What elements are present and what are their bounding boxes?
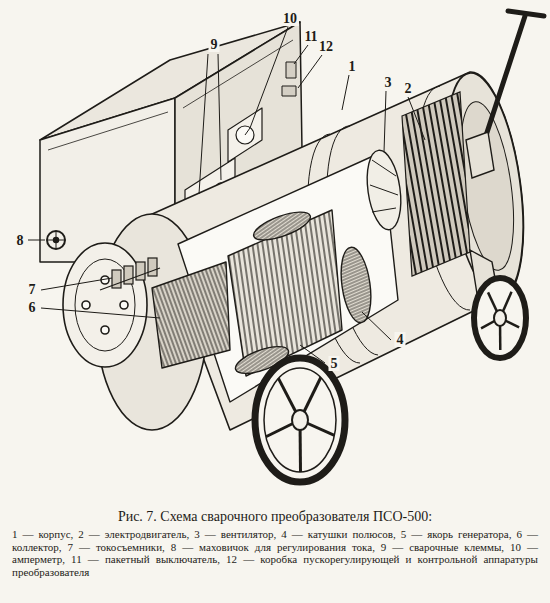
- cutaway: [152, 262, 230, 368]
- cutaway: [363, 148, 406, 232]
- leader-lines: [300, 345, 325, 363]
- leader-lines: [41, 308, 160, 318]
- housing-body: [150, 68, 535, 430]
- callout-number: 1: [347, 59, 358, 74]
- leader-lines: [28, 240, 45, 241]
- cutaway: [250, 206, 313, 245]
- control-box: [48, 112, 168, 150]
- cutaway: [372, 208, 396, 212]
- end-shield: [75, 259, 135, 351]
- brush-holders: [148, 258, 157, 276]
- wheels: [494, 310, 506, 326]
- wheels: [474, 278, 526, 358]
- control-box: [228, 108, 262, 162]
- parts-list: 1 — корпус, 2 — электродвигатель, 3 — ве…: [12, 528, 538, 578]
- end-shield: [63, 243, 147, 367]
- callout-number: 8: [15, 233, 26, 248]
- callout-number: 10: [281, 11, 299, 26]
- callout-number: 5: [329, 356, 340, 371]
- leader-lines: [408, 97, 425, 140]
- end-shield: [82, 301, 90, 309]
- electric-motor: [402, 92, 470, 276]
- leader-lines: [218, 54, 221, 180]
- tow-handle: [508, 11, 544, 16]
- wheels: [255, 250, 526, 482]
- brush-holders: [100, 258, 160, 290]
- control-box: [245, 128, 250, 135]
- wheels: [264, 368, 336, 472]
- callout-number: 12: [317, 39, 335, 54]
- callout-number: 3: [383, 75, 394, 90]
- housing-body: [150, 72, 523, 430]
- leader-lines: [294, 45, 308, 64]
- leader-lines: [362, 312, 391, 340]
- leader-lines: [28, 27, 425, 363]
- control-box: [54, 238, 59, 243]
- wheels: [255, 358, 345, 482]
- tow-handle: [466, 11, 544, 178]
- leader-lines: [41, 278, 112, 290]
- cutaway: [372, 160, 396, 176]
- callout-number: 6: [27, 300, 38, 315]
- callout-number: 7: [27, 282, 38, 297]
- end-shield: [63, 243, 147, 367]
- control-box: [236, 126, 254, 144]
- end-shield: [120, 301, 128, 309]
- leader-lines: [384, 91, 386, 152]
- end-shield: [101, 326, 109, 334]
- leader-lines: [298, 55, 322, 88]
- leader-lines: [342, 75, 349, 110]
- callout-number: 4: [395, 332, 406, 347]
- leader-lines: [250, 27, 288, 128]
- brush-holders: [136, 262, 145, 280]
- control-box: [47, 231, 65, 249]
- wheels: [481, 292, 519, 350]
- cutaway: [337, 245, 375, 324]
- callout-number: 9: [209, 37, 220, 52]
- tow-handle: [466, 132, 494, 178]
- cutaway: [370, 185, 398, 195]
- control-box: [282, 86, 296, 96]
- leader-lines: [199, 54, 208, 194]
- control-box: [183, 40, 293, 108]
- control-box: [286, 62, 296, 78]
- electric-motor: [402, 92, 470, 276]
- wheels: [292, 410, 308, 430]
- wheels: [266, 378, 334, 472]
- figure-caption: Рис. 7. Схема сварочного преобразователя…: [10, 508, 540, 525]
- callout-number: 2: [403, 81, 414, 96]
